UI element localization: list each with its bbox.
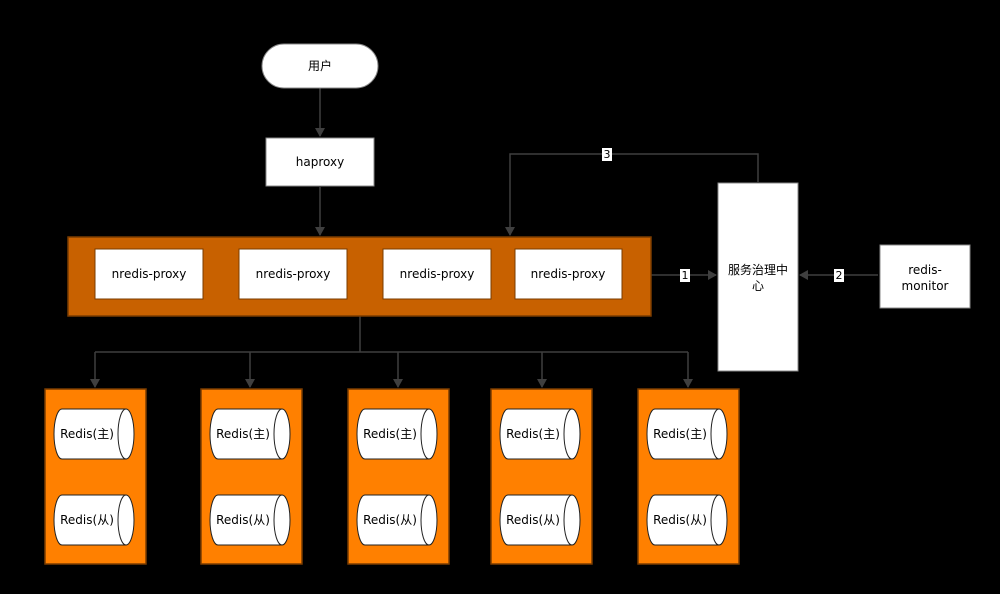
redis-slave-1: Redis(从) xyxy=(53,494,135,546)
edge-label-3: 3 xyxy=(602,148,612,161)
proxy-node-4: nredis-proxy xyxy=(514,248,623,300)
redis-master-1: Redis(主) xyxy=(53,408,135,460)
redis-master-3: Redis(主) xyxy=(356,408,438,460)
edge-governance-proxy xyxy=(505,153,759,236)
svg-text:心: 心 xyxy=(752,279,764,293)
redis-group-2: Redis(主) Redis(从) xyxy=(200,388,303,565)
svg-text:nredis-proxy: nredis-proxy xyxy=(256,267,331,281)
svg-text:Redis(从): Redis(从) xyxy=(60,513,114,527)
redis-slave-5: Redis(从) xyxy=(646,494,728,546)
svg-text:haproxy: haproxy xyxy=(296,155,344,169)
svg-text:Redis(从): Redis(从) xyxy=(363,513,417,527)
haproxy-node: haproxy xyxy=(265,137,375,187)
proxy-node-2: nredis-proxy xyxy=(238,248,348,300)
svg-text:Redis(主): Redis(主) xyxy=(653,427,707,441)
redis-group-4: Redis(主) Redis(从) xyxy=(490,388,593,565)
svg-text:Redis(从): Redis(从) xyxy=(216,513,270,527)
redis-group-5: Redis(主) Redis(从) xyxy=(637,388,740,565)
redis-master-2: Redis(主) xyxy=(209,408,291,460)
redis-slave-3: Redis(从) xyxy=(356,494,438,546)
svg-text:Redis(主): Redis(主) xyxy=(506,427,560,441)
svg-text:Redis(主): Redis(主) xyxy=(216,427,270,441)
user-node: 用户 xyxy=(261,43,379,89)
svg-text:nredis-proxy: nredis-proxy xyxy=(400,267,475,281)
edge-label-2: 2 xyxy=(834,269,844,282)
svg-text:nredis-proxy: nredis-proxy xyxy=(112,267,187,281)
governance-center-node: 服务治理中 心 xyxy=(717,182,799,372)
svg-text:monitor: monitor xyxy=(902,279,949,293)
svg-text:3: 3 xyxy=(604,148,611,161)
svg-text:2: 2 xyxy=(836,269,843,282)
svg-text:redis-: redis- xyxy=(908,263,942,277)
svg-text:1: 1 xyxy=(682,269,689,282)
svg-text:Redis(从): Redis(从) xyxy=(506,513,560,527)
redis-group-1: Redis(主) Redis(从) xyxy=(44,388,147,565)
redis-master-4: Redis(主) xyxy=(499,408,581,460)
svg-text:nredis-proxy: nredis-proxy xyxy=(531,267,606,281)
svg-text:Redis(从): Redis(从) xyxy=(653,513,707,527)
edge-label-1: 1 xyxy=(680,269,690,282)
redis-slave-2: Redis(从) xyxy=(209,494,291,546)
svg-text:服务治理中: 服务治理中 xyxy=(728,262,788,277)
redis-group-3: Redis(主) Redis(从) xyxy=(347,388,450,565)
proxy-node-1: nredis-proxy xyxy=(94,248,204,300)
redis-slave-4: Redis(从) xyxy=(499,494,581,546)
redis-master-5: Redis(主) xyxy=(646,408,728,460)
svg-text:Redis(主): Redis(主) xyxy=(60,427,114,441)
svg-text:用户: 用户 xyxy=(308,58,332,73)
svg-text:Redis(主): Redis(主) xyxy=(363,427,417,441)
redis-monitor-node: redis- monitor xyxy=(879,244,971,309)
proxy-node-3: nredis-proxy xyxy=(382,248,492,300)
